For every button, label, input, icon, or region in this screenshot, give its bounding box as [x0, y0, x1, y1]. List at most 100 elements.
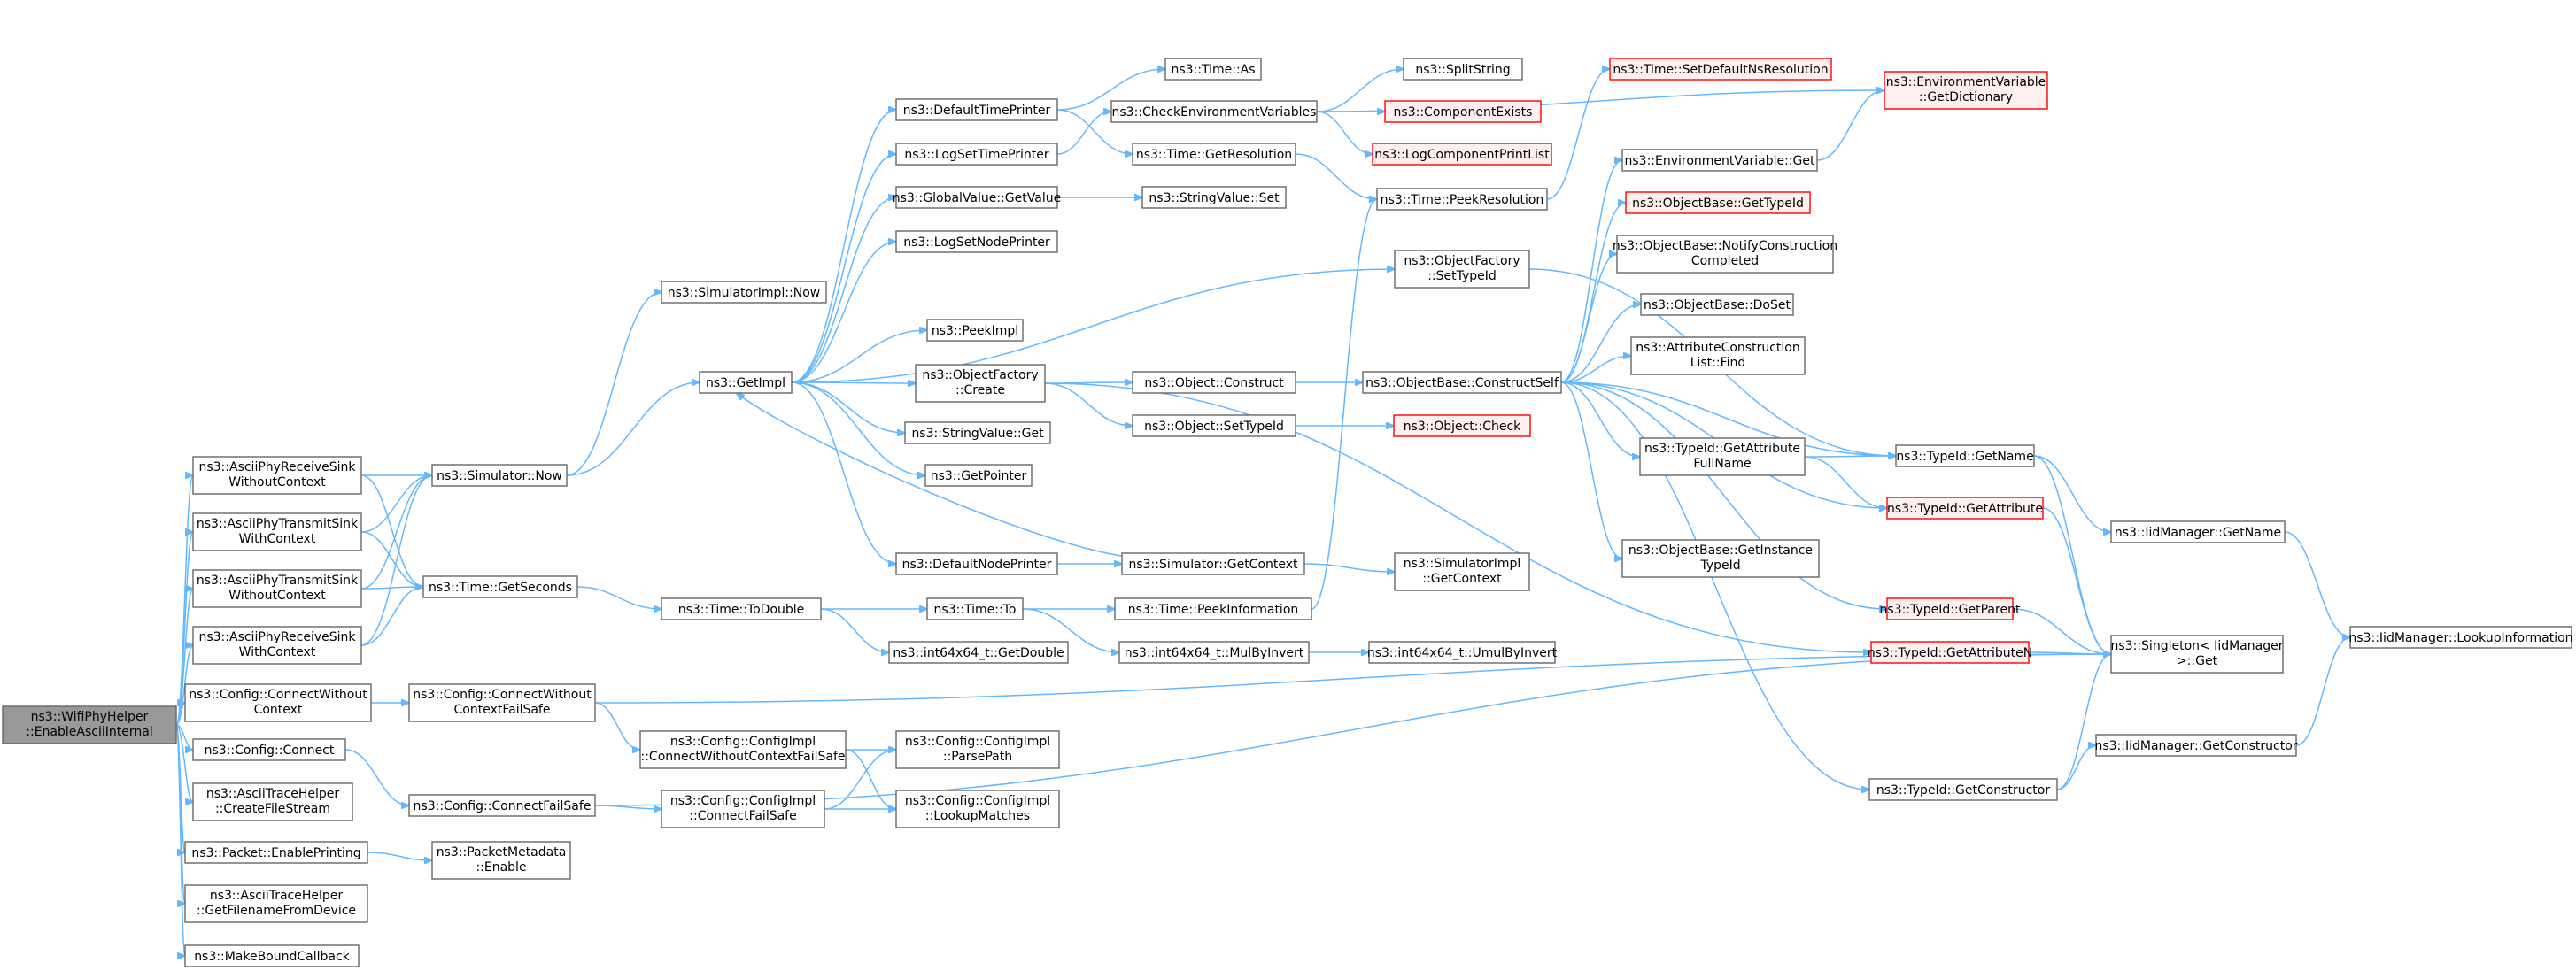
function-node-ob-cs[interactable]: ns3::ObjectBase::ConstructSelf	[1362, 371, 1562, 394]
function-node-cev[interactable]: ns3::CheckEnvironmentVariables	[1110, 100, 1318, 123]
node-label: ns3::int64x64_t::GetDouble	[893, 646, 1064, 660]
function-node-splitstring[interactable]: ns3::SplitString	[1403, 58, 1523, 81]
function-node-time-todouble[interactable]: ns3::Time::ToDouble	[661, 597, 822, 620]
call-edge-getimpl-to-of_settid	[791, 269, 1395, 383]
node-box	[1141, 186, 1287, 209]
function-node-tid-getctor[interactable]: ns3::TypeId::GetConstructor	[1868, 778, 2058, 801]
function-node-simimpl-now[interactable]: ns3::SimulatorImpl::Now	[661, 281, 827, 304]
function-node-ob-notify[interactable]: ns3::ObjectBase::NotifyConstructionCompl…	[1613, 235, 1837, 274]
node-label: ns3::AsciiPhyTransmitSink	[197, 574, 359, 588]
function-node-simimpl-getctx[interactable]: ns3::SimulatorImpl::GetContext	[1394, 552, 1530, 591]
function-node-ath-create[interactable]: ns3::AsciiTraceHelper::CreateFileStream	[192, 782, 353, 821]
function-node-time-getsec[interactable]: ns3::Time::GetSeconds	[422, 575, 578, 598]
function-node-ath-getfn[interactable]: ns3::AsciiTraceHelper::GetFilenameFromDe…	[184, 884, 368, 923]
function-node-ob-doset[interactable]: ns3::ObjectBase::DoSet	[1640, 293, 1794, 316]
node-box	[192, 512, 362, 551]
function-node-dtp[interactable]: ns3::DefaultTimePrinter	[895, 98, 1058, 121]
function-node-sv-get[interactable]: ns3::StringValue::Get	[904, 421, 1051, 444]
function-node-ev-getdict[interactable]: ns3::EnvironmentVariable::GetDictionary	[1884, 71, 2048, 110]
call-edge-of_create-to-obj_settid	[1044, 382, 1133, 426]
function-node-getimpl[interactable]: ns3::GetImpl	[699, 371, 793, 394]
node-box	[2, 705, 177, 744]
function-node-sim-now[interactable]: ns3::Simulator::Now	[431, 464, 568, 487]
function-node-i64-mulbyinv[interactable]: ns3::int64x64_t::MulByInvert	[1118, 641, 1310, 664]
function-node-ci-cfs[interactable]: ns3::Config::ConfigImpl::ConnectFailSafe	[661, 790, 825, 828]
node-label: ns3::Time::GetResolution	[1136, 148, 1292, 162]
node-box	[1609, 58, 1832, 81]
call-edge-ci_cwcfs-to-ci_lookup	[845, 749, 896, 809]
function-node-time-to[interactable]: ns3::Time::To	[926, 597, 1024, 620]
node-label: ::Enable	[476, 860, 526, 875]
function-node-tid-getname[interactable]: ns3::TypeId::GetName	[1895, 444, 2035, 467]
function-node-iid-lookup[interactable]: ns3::IidManager::LookupInformation	[2348, 626, 2573, 649]
function-node-cfg-cwcfs[interactable]: ns3::Config::ConnectWithoutContextFailSa…	[408, 683, 596, 722]
node-label: ns3::TypeId::GetAttributeN	[1868, 646, 2032, 660]
function-node-peekimpl[interactable]: ns3::PeekImpl	[926, 319, 1024, 342]
function-node-gv-get[interactable]: ns3::GlobalValue::GetValue	[893, 186, 1061, 209]
function-node-ci-lookup[interactable]: ns3::Config::ConfigImpl::LookupMatches	[895, 790, 1060, 828]
node-box	[699, 371, 793, 394]
node-label: ns3::Config::ConnectWithout	[189, 688, 367, 702]
function-node-compexists[interactable]: ns3::ComponentExists	[1384, 100, 1542, 123]
function-node-ob-gettid[interactable]: ns3::ObjectBase::GetTypeId	[1625, 191, 1811, 214]
function-node-packet-enable[interactable]: ns3::Packet::EnablePrinting	[184, 841, 368, 864]
node-label: ns3::ObjectBase::NotifyConstruction	[1613, 239, 1837, 253]
function-node-i64-umul[interactable]: ns3::int64x64_t::UmulByInvert	[1367, 641, 1558, 664]
function-node-iid-getname[interactable]: ns3::IidManager::GetName	[2110, 520, 2286, 543]
node-label: ns3::IidManager::GetName	[2115, 526, 2281, 540]
function-node-obj-check[interactable]: ns3::Object::Check	[1393, 414, 1531, 437]
node-label: ns3::SimulatorImpl::Now	[668, 286, 821, 300]
node-label: ns3::Object::Construct	[1144, 376, 1284, 390]
function-node-of-settid[interactable]: ns3::ObjectFactory::SetTypeId	[1394, 250, 1530, 289]
node-box	[1118, 641, 1310, 664]
function-node-time-setdef[interactable]: ns3::Time::SetDefaultNsResolution	[1609, 58, 1832, 81]
function-node-lsnp[interactable]: ns3::LogSetNodePrinter	[895, 230, 1058, 253]
function-node-make-bound[interactable]: ns3::MakeBoundCallback	[184, 944, 360, 967]
function-node-lstp[interactable]: ns3::LogSetTimePrinter	[895, 143, 1058, 166]
function-node-cfg-connect-wo[interactable]: ns3::Config::ConnectWithoutContext	[184, 683, 372, 722]
function-node-singleton-get[interactable]: ns3::Singleton< IidManager >::Get	[2110, 635, 2284, 674]
node-label: FullName	[1693, 457, 1751, 471]
node-label: ns3::CheckEnvironmentVariables	[1112, 105, 1317, 119]
function-node-getpointer[interactable]: ns3::GetPointer	[924, 464, 1033, 487]
function-node-time-peekinfo[interactable]: ns3::Time::PeekInformation	[1114, 597, 1312, 620]
function-node-tid-getattrn[interactable]: ns3::TypeId::GetAttributeN	[1868, 641, 2032, 664]
function-node-obj-construct[interactable]: ns3::Object::Construct	[1132, 371, 1296, 394]
function-node-cfg-connect[interactable]: ns3::Config::Connect	[192, 738, 346, 761]
function-node-root[interactable]: ns3::WifiPhyHelper::EnableAsciiInternal	[2, 705, 177, 744]
function-node-time-peekres[interactable]: ns3::Time::PeekResolution	[1376, 188, 1548, 211]
node-label: ns3::Object::Check	[1404, 420, 1521, 434]
call-edge-ci_cfs-to-ci_parse	[824, 750, 896, 810]
function-node-i64-getdouble[interactable]: ns3::int64x64_t::GetDouble	[888, 641, 1069, 664]
function-node-time-as[interactable]: ns3::Time::As	[1164, 58, 1262, 81]
function-node-sv-set[interactable]: ns3::StringValue::Set	[1141, 186, 1287, 209]
function-node-ci-cwcfs[interactable]: ns3::Config::ConfigImpl::ConnectWithoutC…	[639, 730, 847, 769]
node-label: ns3::ObjectFactory	[922, 368, 1038, 382]
node-box	[1132, 414, 1296, 437]
function-node-tid-getattr[interactable]: ns3::TypeId::GetAttribute	[1886, 497, 2044, 520]
function-node-time-getres[interactable]: ns3::Time::GetResolution	[1132, 143, 1296, 166]
function-node-obj-settid[interactable]: ns3::Object::SetTypeId	[1132, 414, 1296, 437]
node-box	[639, 730, 847, 769]
call-edge-root-to-make_bound	[175, 724, 185, 956]
function-node-tid-getparent[interactable]: ns3::TypeId::GetParent	[1880, 597, 2021, 620]
function-node-logcpl[interactable]: ns3::LogComponentPrintList	[1372, 143, 1552, 166]
node-label: ns3::TypeId::GetName	[1896, 450, 2033, 464]
call-edge-iid_getname-to-iid_lookup	[2284, 531, 2350, 637]
function-node-iid-getctor[interactable]: ns3::IidManager::GetConstructor	[2094, 734, 2298, 757]
function-node-sim-getctx[interactable]: ns3::Simulator::GetContext	[1121, 552, 1305, 575]
function-node-ev-get[interactable]: ns3::EnvironmentVariable::Get	[1621, 149, 1818, 172]
function-node-dnp[interactable]: ns3::DefaultNodePrinter	[895, 552, 1058, 575]
function-node-ci-parse[interactable]: ns3::Config::ConfigImpl::ParsePath	[895, 730, 1060, 769]
function-node-pm-enable[interactable]: ns3::PacketMetadata::Enable	[431, 841, 571, 880]
function-node-cfg-cfs[interactable]: ns3::Config::ConnectFailSafe	[408, 794, 596, 817]
function-node-of-create[interactable]: ns3::ObjectFactory::Create	[915, 364, 1046, 403]
node-label: ns3::IidManager::LookupInformation	[2348, 631, 2572, 645]
